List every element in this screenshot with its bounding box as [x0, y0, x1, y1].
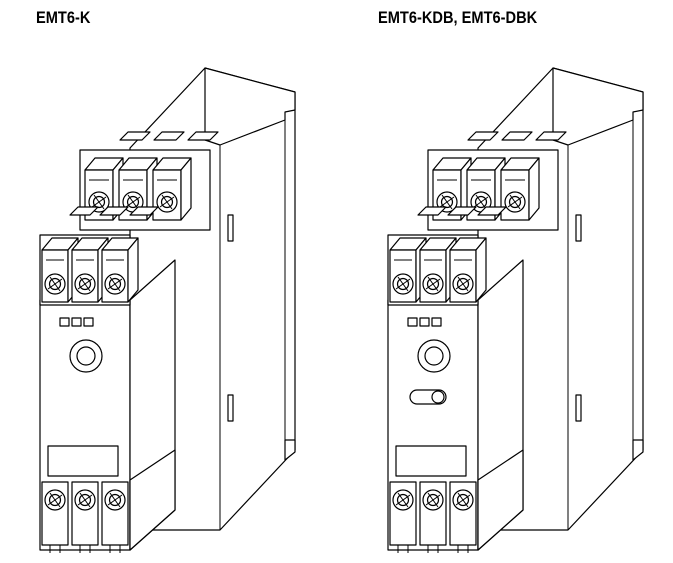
terminal-screw-icon [44, 489, 66, 511]
led-indicators [59, 317, 94, 327]
terminal-row-lower [39, 206, 159, 306]
terminal-screw-icon [156, 191, 178, 213]
relay-device-emt6-kdb-dbk [387, 67, 644, 553]
terminal-row-bottom [389, 481, 477, 553]
terminal-screw-icon [452, 489, 474, 511]
device-label-emt6-k: EMT6-K [36, 8, 91, 27]
terminal-screw-icon [44, 273, 66, 295]
terminal-screw-icon [392, 489, 414, 511]
label-window [47, 445, 119, 477]
reset-button-icon [69, 339, 103, 373]
terminal-row-lower [387, 206, 507, 306]
terminal-screw-icon [74, 273, 96, 295]
adjustment-knob-icon [409, 389, 447, 405]
terminal-screw-icon [504, 191, 526, 213]
terminal-screw-icon [104, 273, 126, 295]
terminal-screw-icon [104, 489, 126, 511]
terminal-row-bottom [41, 481, 129, 553]
terminal-screw-icon [392, 273, 414, 295]
device-label-emt6-kdb-dbk: EMT6-KDB, EMT6-DBK [378, 8, 538, 27]
terminal-screw-icon [422, 489, 444, 511]
led-indicators [407, 317, 442, 327]
terminal-screw-icon [422, 273, 444, 295]
terminal-screw-icon [74, 489, 96, 511]
relay-device-emt6-k [39, 67, 296, 553]
terminal-screw-icon [452, 273, 474, 295]
label-window [395, 445, 467, 477]
reset-button-icon [417, 339, 451, 373]
